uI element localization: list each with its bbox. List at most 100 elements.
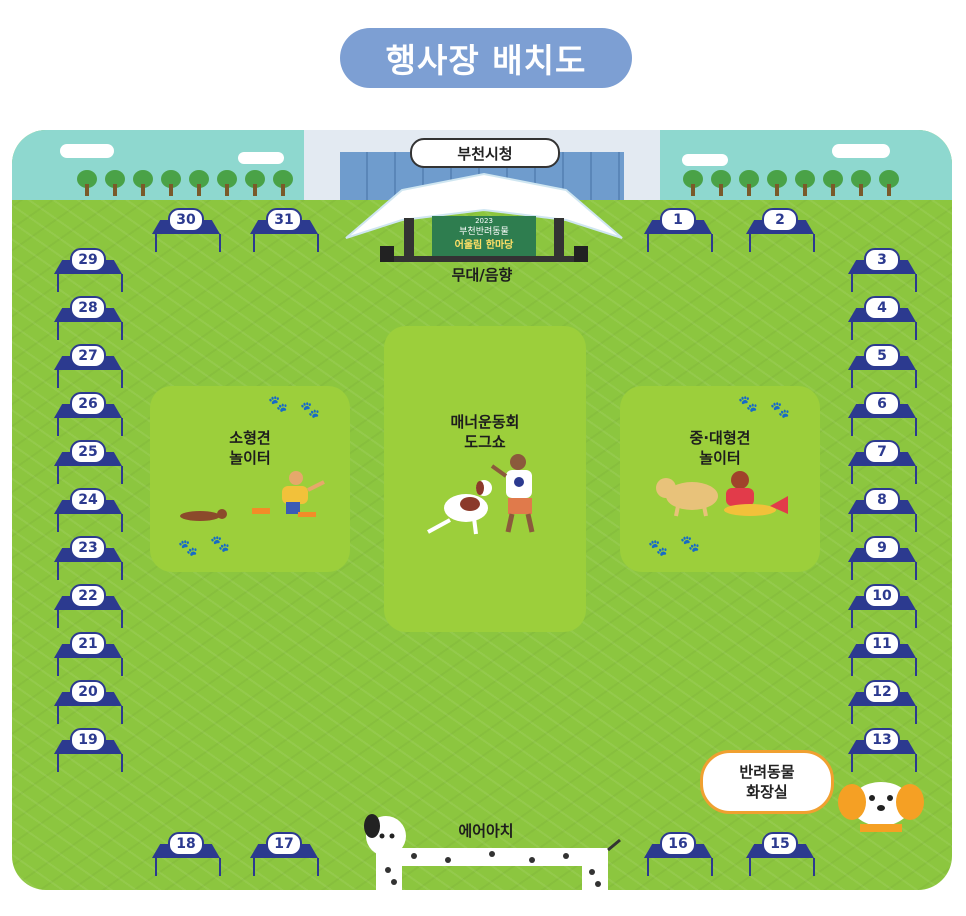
- stage-banner-line2: 어울림 한마당: [455, 238, 514, 251]
- stage-banner-year: 2023: [475, 217, 493, 225]
- tree-row-left: [76, 170, 294, 198]
- booth-number: 9: [864, 536, 900, 560]
- paw-print-icon: 🐾: [680, 534, 700, 553]
- booth-15: 15: [746, 832, 815, 878]
- booth-number: 29: [70, 248, 106, 272]
- stage-label: 무대/음향: [451, 266, 513, 284]
- booth-13: 13: [848, 728, 917, 774]
- booth-number: 7: [864, 440, 900, 464]
- booth-number: 22: [70, 584, 106, 608]
- booth-number: 11: [864, 632, 900, 656]
- tree-row-right: [682, 170, 900, 198]
- dog-show-line2: 도그쇼: [464, 433, 506, 451]
- booth-22: 22: [54, 584, 123, 630]
- tree-icon: [132, 170, 154, 198]
- booth-number: 2: [762, 208, 798, 232]
- tree-icon: [794, 170, 816, 198]
- booth-26: 26: [54, 392, 123, 438]
- city-hall-label: 부천시청: [410, 138, 560, 168]
- booth-number: 12: [864, 680, 900, 704]
- booth-number: 26: [70, 392, 106, 416]
- booth-27: 27: [54, 344, 123, 390]
- venue-map: 부천시청 부천반려동물 어울림 한마당 2023 무대/음향 30 31 1 2…: [12, 130, 952, 890]
- sky-right: [660, 130, 952, 200]
- tree-icon: [822, 170, 844, 198]
- paw-print-icon: 🐾: [210, 534, 230, 553]
- stage-banner-line1: 부천반려동물: [459, 226, 509, 237]
- booth-10: 10: [848, 584, 917, 630]
- trainer-with-dog-illustration: [427, 454, 535, 535]
- pet-toilet-line1: 반려동물: [739, 763, 795, 781]
- booth-number: 13: [864, 728, 900, 752]
- booth-number: 23: [70, 536, 106, 560]
- booth-number: 21: [70, 632, 106, 656]
- booth-17: 17: [250, 832, 319, 878]
- booth-number: 10: [864, 584, 900, 608]
- booth-number: 17: [266, 832, 302, 856]
- booth-19: 19: [54, 728, 123, 774]
- tree-icon: [710, 170, 732, 198]
- booth-number: 28: [70, 296, 106, 320]
- paw-print-icon: 🐾: [178, 538, 198, 557]
- booth-21: 21: [54, 632, 123, 678]
- person-running-with-dog-illustration: [180, 471, 325, 521]
- tree-icon: [766, 170, 788, 198]
- booth-9: 9: [848, 536, 917, 582]
- booth-5: 5: [848, 344, 917, 390]
- booth-31: 31: [250, 208, 319, 254]
- large-dog-zone-line2: 놀이터: [699, 449, 741, 467]
- air-arch-label: 에어아치: [458, 822, 514, 840]
- booth-number: 4: [864, 296, 900, 320]
- booth-number: 16: [660, 832, 696, 856]
- booth-number: 31: [266, 208, 302, 232]
- booth-23: 23: [54, 536, 123, 582]
- booth-12: 12: [848, 680, 917, 726]
- large-dog-zone-line1: 중·대형견: [689, 429, 751, 447]
- tree-icon: [104, 170, 126, 198]
- booth-number: 3: [864, 248, 900, 272]
- booth-number: 18: [168, 832, 204, 856]
- booth-number: 1: [660, 208, 696, 232]
- page-title: 행사장 배치도: [340, 28, 632, 88]
- booth-11: 11: [848, 632, 917, 678]
- booth-number: 6: [864, 392, 900, 416]
- paw-print-icon: 🐾: [738, 394, 758, 413]
- booth-1: 1: [644, 208, 713, 254]
- cloud-icon: [60, 144, 114, 158]
- stage-tent: 부천반려동물 어울림 한마당 2023: [345, 172, 623, 262]
- tree-icon: [682, 170, 704, 198]
- tree-icon: [160, 170, 182, 198]
- tree-icon: [188, 170, 210, 198]
- booth-number: 30: [168, 208, 204, 232]
- booth-25: 25: [54, 440, 123, 486]
- pet-toilet-label: 반려동물 화장실: [700, 750, 834, 814]
- air-arch-dalmatian: [364, 814, 621, 890]
- booth-29: 29: [54, 248, 123, 294]
- paw-print-icon: 🐾: [648, 538, 668, 557]
- booth-2: 2: [746, 208, 815, 254]
- tree-icon: [244, 170, 266, 198]
- small-dog-zone-line2: 놀이터: [229, 449, 271, 467]
- booth-number: 15: [762, 832, 798, 856]
- dog-show-line1: 매너운동회: [450, 413, 520, 431]
- booth-4: 4: [848, 296, 917, 342]
- booth-30: 30: [152, 208, 221, 254]
- booth-20: 20: [54, 680, 123, 726]
- paw-print-icon: 🐾: [770, 400, 790, 419]
- booth-number: 20: [70, 680, 106, 704]
- booth-16: 16: [644, 832, 713, 878]
- booth-6: 6: [848, 392, 917, 438]
- booth-28: 28: [54, 296, 123, 342]
- paw-print-icon: 🐾: [300, 400, 320, 419]
- tree-icon: [738, 170, 760, 198]
- small-dog-playground: 🐾 🐾 소형견 놀이터 🐾 🐾: [150, 386, 350, 572]
- booth-18: 18: [152, 832, 221, 878]
- pet-toilet-line2: 화장실: [746, 783, 788, 801]
- person-hugging-dog-illustration: [656, 471, 788, 517]
- booth-24: 24: [54, 488, 123, 534]
- booth-8: 8: [848, 488, 917, 534]
- cloud-icon: [238, 152, 284, 164]
- booth-number: 27: [70, 344, 106, 368]
- tree-icon: [272, 170, 294, 198]
- booth-number: 8: [864, 488, 900, 512]
